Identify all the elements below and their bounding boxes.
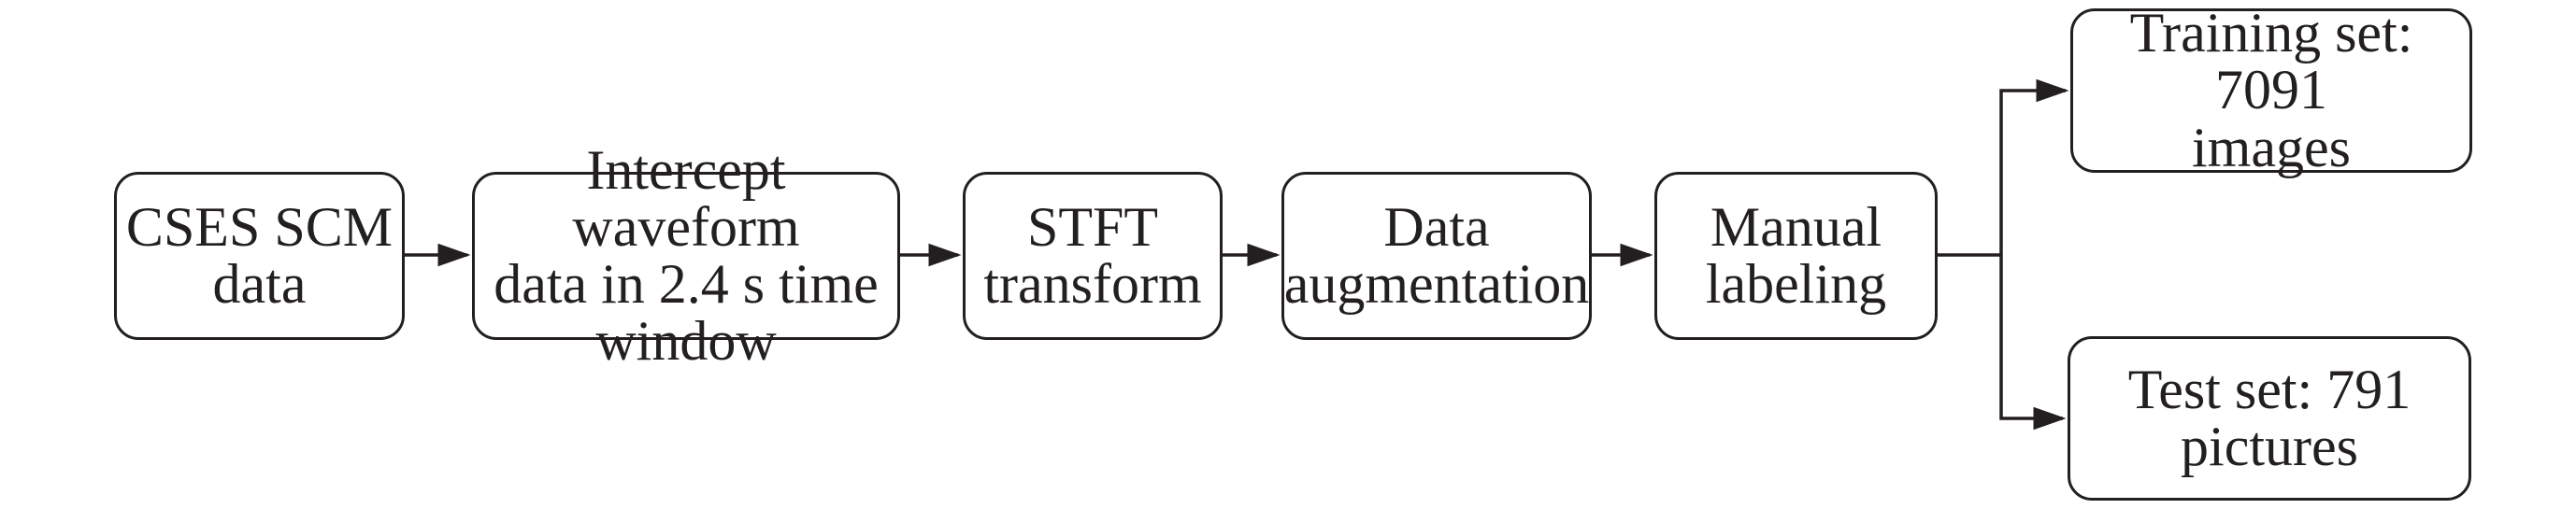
node-stft-transform: STFT transform: [963, 172, 1223, 340]
node-test-set: Test set: 791 pictures: [2068, 336, 2471, 501]
node-manual-labeling: Manual labeling: [1654, 172, 1938, 340]
arrow-split-to-training: [1999, 78, 2069, 255]
arrow-split-to-test: [1999, 255, 2067, 431]
node-cses-scm-data: CSES SCM data: [114, 172, 405, 340]
node-data-augmentation: Data augmentation: [1281, 172, 1592, 340]
node-training-set: Training set: 7091 images: [2070, 5, 2472, 176]
node-intercept-waveform: Intercept waveform data in 2.4 s time wi…: [472, 141, 900, 370]
